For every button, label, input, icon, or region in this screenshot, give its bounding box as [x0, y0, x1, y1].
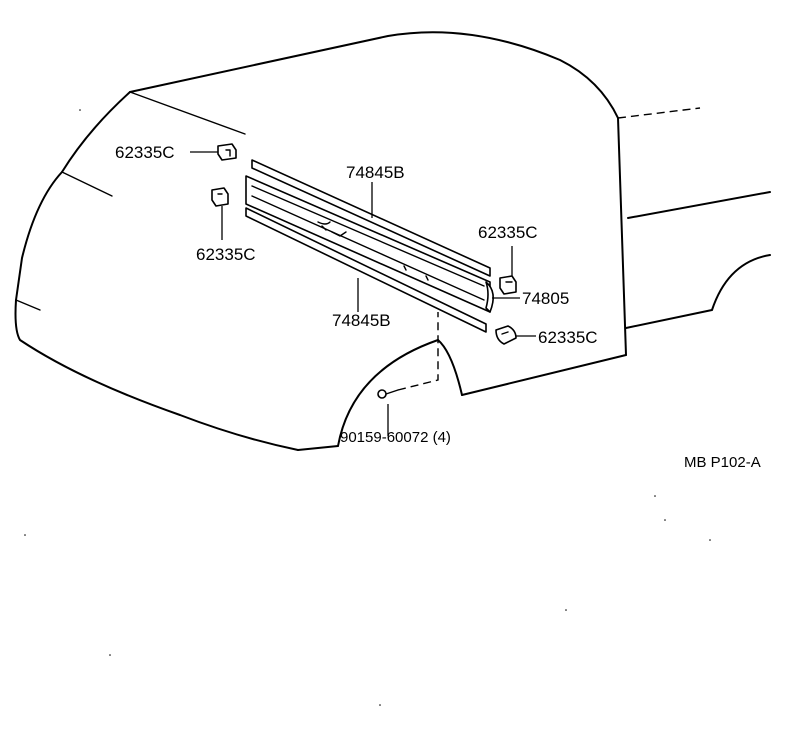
screw-projection-line	[397, 312, 439, 391]
label-moulding-center: 74805	[522, 289, 569, 308]
clip-right-lower-icon	[495, 325, 517, 345]
leader-lines	[190, 151, 536, 436]
clip-left-icon	[211, 187, 229, 207]
label-clip-top-left: 62335C	[115, 143, 175, 162]
screw-icon	[377, 389, 399, 399]
label-screw: 90159-60072 (4)	[340, 429, 451, 446]
diagram-code: MB P102-A	[684, 454, 761, 471]
print-specks	[24, 109, 711, 706]
moulding-assembly	[245, 159, 494, 333]
upper-moulding-strip	[251, 159, 491, 277]
label-moulding-lower: 74845B	[332, 311, 391, 330]
clip-right-upper-icon	[499, 275, 517, 295]
clip-top-left-icon	[217, 143, 237, 161]
label-moulding-upper: 74845B	[346, 163, 405, 182]
label-clip-right-lower: 62335C	[538, 328, 598, 347]
label-clip-right-upper: 62335C	[478, 223, 538, 242]
vehicle-body	[14, 31, 771, 451]
label-clip-left: 62335C	[196, 245, 256, 264]
main-moulding-body	[245, 175, 491, 313]
lower-moulding-strip	[245, 207, 487, 333]
